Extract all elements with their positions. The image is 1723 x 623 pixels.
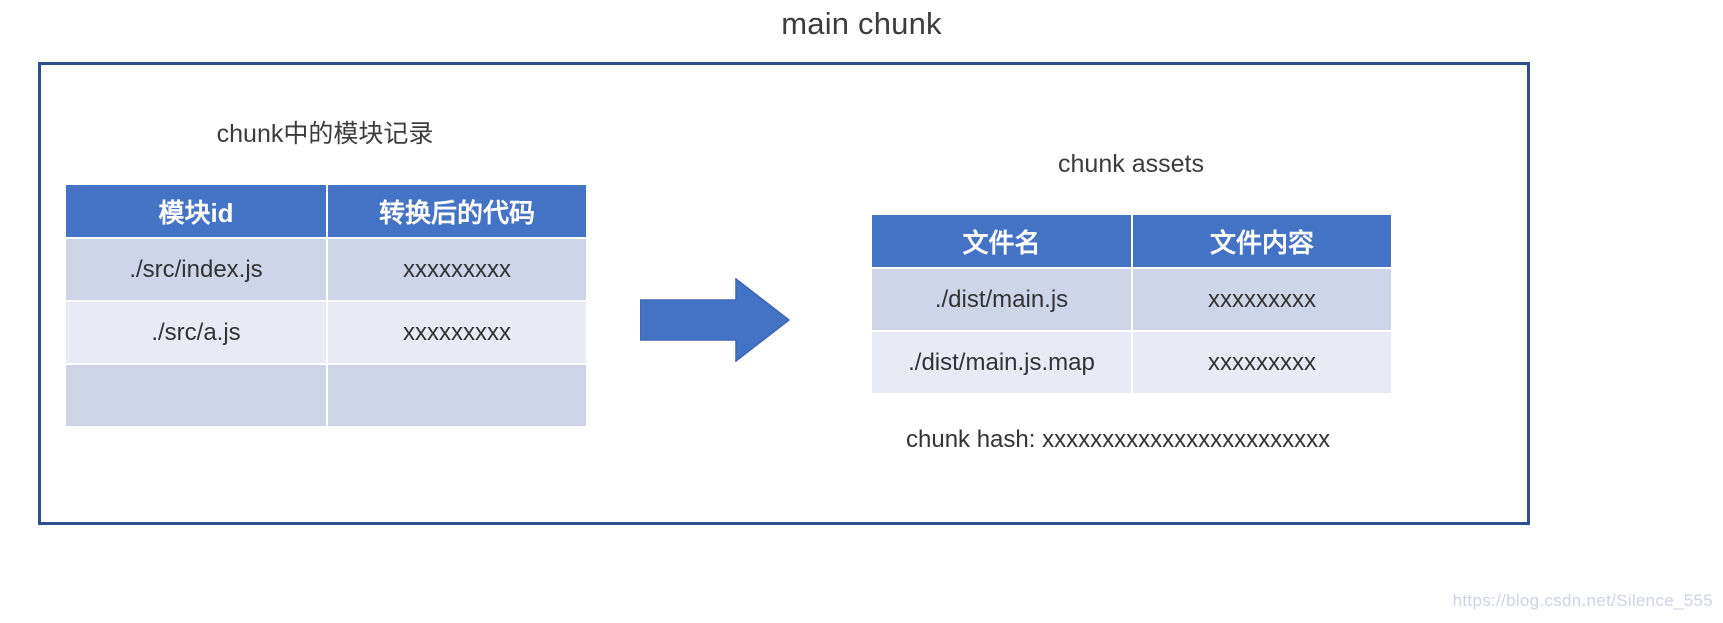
table-row-empty — [64, 363, 588, 428]
table-row: ./dist/main.js xxxxxxxxx — [870, 267, 1393, 332]
column-header-file-name: 文件名 — [870, 213, 1133, 269]
cell-file-name: ./dist/main.js.map — [870, 330, 1133, 395]
right-arrow-icon — [640, 278, 790, 362]
column-header-transformed-code: 转换后的代码 — [326, 183, 588, 239]
cell-transformed-code: xxxxxxxxx — [326, 237, 588, 302]
column-header-file-content: 文件内容 — [1131, 213, 1393, 269]
cell-file-content: xxxxxxxxx — [1131, 330, 1393, 395]
table-row: ./src/index.js xxxxxxxxx — [64, 237, 588, 302]
cell-transformed-code — [326, 363, 588, 428]
table-header-row: 文件名 文件内容 — [870, 213, 1393, 269]
table-row: ./dist/main.js.map xxxxxxxxx — [870, 330, 1393, 395]
chunk-hash-label: chunk hash: xxxxxxxxxxxxxxxxxxxxxxxx — [906, 426, 1331, 453]
cell-module-id: ./src/index.js — [64, 237, 328, 302]
cell-module-id: ./src/a.js — [64, 300, 328, 365]
assets-table: 文件名 文件内容 ./dist/main.js xxxxxxxxx ./dist… — [870, 213, 1393, 395]
modules-table-caption: chunk中的模块记录 — [216, 120, 434, 148]
cell-module-id — [64, 363, 328, 428]
table-row: ./src/a.js xxxxxxxxx — [64, 300, 588, 365]
assets-table-caption: chunk assets — [1058, 150, 1204, 178]
page-title: main chunk — [781, 6, 942, 41]
cell-file-name: ./dist/main.js — [870, 267, 1133, 332]
modules-table: 模块id 转换后的代码 ./src/index.js xxxxxxxxx ./s… — [64, 183, 588, 428]
column-header-module-id: 模块id — [64, 183, 328, 239]
cell-file-content: xxxxxxxxx — [1131, 267, 1393, 332]
watermark: https://blog.csdn.net/Silence_555 — [1452, 591, 1713, 610]
cell-transformed-code: xxxxxxxxx — [326, 300, 588, 365]
table-header-row: 模块id 转换后的代码 — [64, 183, 588, 239]
